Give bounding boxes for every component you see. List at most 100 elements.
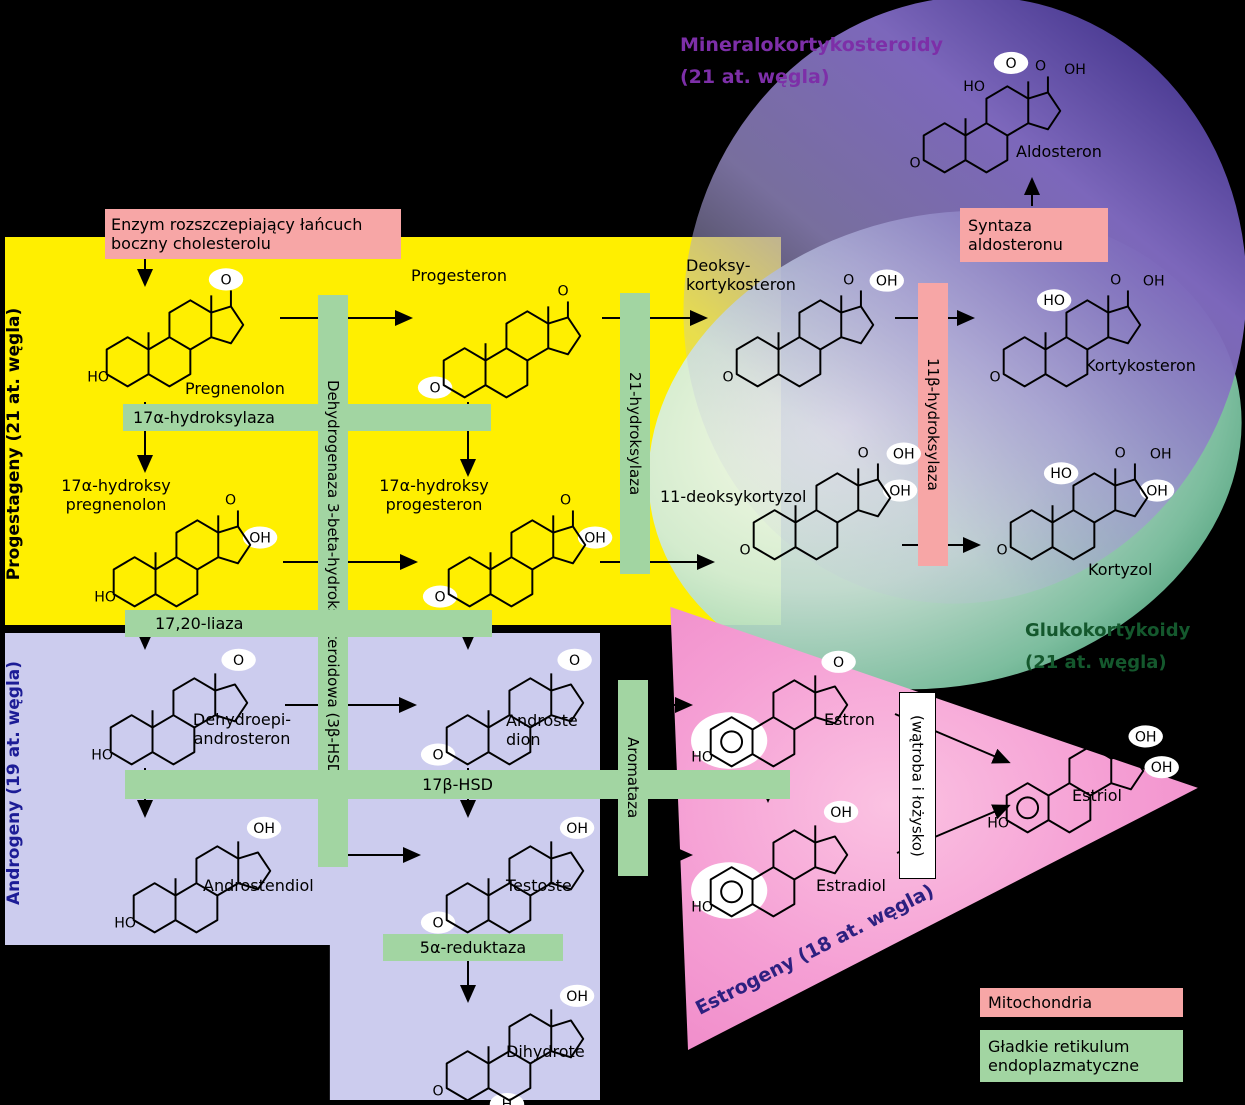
substituent-label: O xyxy=(560,492,571,508)
substituent-label: O xyxy=(225,492,236,508)
substituent-label: O xyxy=(557,283,568,299)
compound-label-line: 17α-hydroksy xyxy=(61,476,171,495)
compound-label-kortyzol: Kortyzol xyxy=(1088,560,1178,579)
substituent-label: O xyxy=(1005,56,1016,72)
compound-label-line: Kortyzol xyxy=(1088,560,1153,579)
substituent-label: OH xyxy=(566,989,588,1005)
structure-androstendion: OO xyxy=(420,648,592,766)
compound-label-line: Kortykosteron xyxy=(1085,356,1196,375)
substituent-label: O xyxy=(723,369,734,385)
substituent-label: O xyxy=(858,445,869,461)
compound-label-line: 11-deoksykortyzol xyxy=(660,487,807,506)
compound-label-androstendiol: Androstendiol xyxy=(203,876,343,895)
structure-progesteron: OO xyxy=(417,283,582,399)
compound-label-line: Dehydroepi- xyxy=(192,710,292,729)
enzyme-box-17a-hydroksylaza: 17α-hydroksylaza xyxy=(123,404,491,431)
substituent-label: HO xyxy=(691,749,713,765)
substituent-label: OH xyxy=(1146,483,1168,499)
compound-kortyzol: O OH HO OH O xyxy=(992,445,1177,572)
substituent-label: OH xyxy=(876,274,898,290)
substituent-label: OH xyxy=(1135,729,1157,745)
enzyme-box-17b-hsd-label: 17β-HSD xyxy=(422,774,493,794)
substituent-label: O xyxy=(569,653,580,669)
structure-pregnenolon: OHO xyxy=(87,268,245,388)
compound-label-line: 17α-hydroksy xyxy=(379,476,489,495)
structure-testosteron: OHO xyxy=(420,816,595,934)
enzyme-box-11b-hydroksylaza-label: 11β-hydroksylaza xyxy=(924,358,942,491)
compound-label-line: Estriol xyxy=(1072,786,1122,805)
compound-label-testosteron: Testoste xyxy=(506,876,601,895)
enzyme-box-17b-hsd: 17β-HSD xyxy=(125,770,790,799)
substituent-label: O xyxy=(430,380,441,396)
compound-label-deoksykortykosteron: Deoksy-kortykosteron xyxy=(686,256,826,294)
compound-label-progesteron: Progesteron xyxy=(398,266,520,285)
substituent-label: H xyxy=(502,1097,513,1105)
compound-label-line: Estradiol xyxy=(816,876,886,895)
substituent-label: HO xyxy=(987,815,1009,831)
enzyme-box-17-20-liaza: 17,20-liaza xyxy=(125,610,492,637)
substituent-label: O xyxy=(997,542,1008,558)
compound-label-line: Pregnenolon xyxy=(185,379,285,398)
substituent-label: O xyxy=(1035,58,1046,74)
substituent-label: OH xyxy=(249,530,271,546)
label-mineralocorticoids-line2: (21 at. węgla) xyxy=(680,66,830,88)
compound-label-line: Estron xyxy=(824,710,875,729)
compound-label-estriol: Estriol xyxy=(1072,786,1142,805)
compound-label-aldosteron: Aldosteron xyxy=(1016,142,1126,161)
enzyme-box-21-hydroksylaza-label: 21-hydroksylaza xyxy=(626,371,644,496)
legend-box-mitochondria: Mitochondria xyxy=(980,988,1183,1017)
label-androgens: Androgeny (19 at. węgla) xyxy=(4,660,24,906)
enzyme-box-watroba-lozysko-label: (wątroba i łożysko) xyxy=(908,714,927,857)
enzyme-box-aromataza-label: Aromataza xyxy=(624,737,642,819)
substituent-label: O xyxy=(1115,445,1126,461)
compound-label-line: Androstendiol xyxy=(203,876,314,895)
compound-label-line: Testoste xyxy=(506,876,572,895)
enzyme-box-syntaza-aldosteronu-label: Syntaza xyxy=(968,215,1033,235)
substituent-label: OH xyxy=(1151,760,1173,776)
enzyme-box-syntaza-aldosteronu-label: aldosteronu xyxy=(968,235,1063,254)
label-glucocorticoids-line2: (21 at. węgla) xyxy=(1025,652,1167,673)
substituent-label: OH xyxy=(1143,274,1165,290)
compound-label-pregnenolon: Pregnenolon xyxy=(174,379,296,398)
compound-label-line: kortykosteron xyxy=(686,275,796,294)
compound-label-line: progesteron xyxy=(385,495,483,514)
substituent-label: O xyxy=(433,915,444,931)
enzyme-box-11b-hydroksylaza: 11β-hydroksylaza xyxy=(918,283,948,566)
substituent-label: HO xyxy=(963,79,985,95)
compound-label-line: Androste xyxy=(506,711,578,730)
substituent-label: OH xyxy=(1150,447,1172,463)
label-mineralocorticoids-line1: Mineralokortykosteroidy xyxy=(680,34,943,56)
substituent-label: O xyxy=(910,155,921,171)
substituent-label: OH xyxy=(889,483,911,499)
substituent-label: O xyxy=(833,655,844,671)
substituent-label: HO xyxy=(91,747,113,763)
substituent-label: HO xyxy=(1050,466,1072,482)
structure-kortyzol: O OH HO OH O xyxy=(997,445,1175,561)
compound-label-estron: Estron xyxy=(824,710,894,729)
compound-label-line: Aldosteron xyxy=(1016,142,1102,161)
legend-box-gladkie-retikulum-label: Gładkie retikulum xyxy=(988,1036,1130,1056)
enzyme-box-enzym-rozszczepiajacy-label: boczny cholesterolu xyxy=(111,234,271,253)
substituent-label: O xyxy=(220,272,231,288)
